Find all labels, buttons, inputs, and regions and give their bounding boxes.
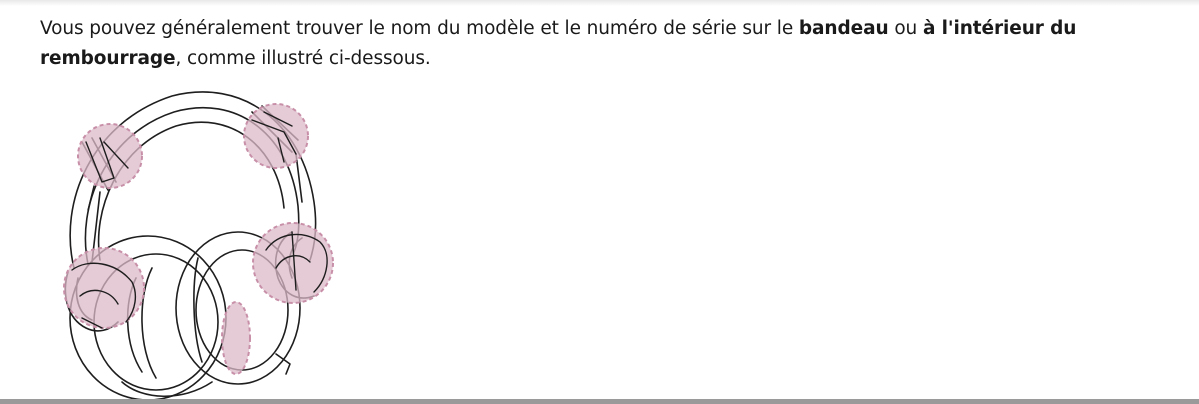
headband-outer bbox=[69, 91, 317, 269]
marker-right-headband-lines bbox=[251, 111, 297, 163]
right-earcup-outer bbox=[175, 231, 301, 385]
marker-right-pad-lines bbox=[265, 231, 328, 293]
intro-text-between: ou bbox=[888, 18, 923, 39]
highlight-inside-padding: à l'intérieur du rembourrage bbox=[40, 18, 1077, 69]
marker-line-detail bbox=[71, 111, 328, 329]
right-earcup-connector bbox=[275, 353, 291, 375]
right-earcup-detail bbox=[193, 257, 203, 363]
instruction-paragraph: Vous pouvez généralement trouver le nom … bbox=[40, 14, 1150, 74]
intro-text-before: Vous pouvez généralement trouver le nom … bbox=[40, 18, 799, 39]
top-edge-shadow bbox=[0, 0, 1199, 6]
intro-text-after: , comme illustré ci-dessous. bbox=[175, 48, 431, 69]
marker-headband-right bbox=[243, 103, 309, 169]
marker-left-headband-lines bbox=[85, 137, 129, 211]
marker-pad-left bbox=[63, 247, 145, 329]
headband-inner bbox=[84, 107, 300, 265]
marker-earcup-inner bbox=[221, 301, 251, 375]
left-earcup-bottom bbox=[121, 381, 213, 397]
headphones-diagram bbox=[63, 91, 334, 400]
bottom-edge-bar bbox=[0, 399, 1199, 404]
highlight-headband: bandeau bbox=[798, 18, 889, 39]
headphones-illustration bbox=[52, 82, 352, 400]
marker-left-pad-lines bbox=[71, 262, 137, 329]
marker-headband-left bbox=[77, 123, 143, 189]
